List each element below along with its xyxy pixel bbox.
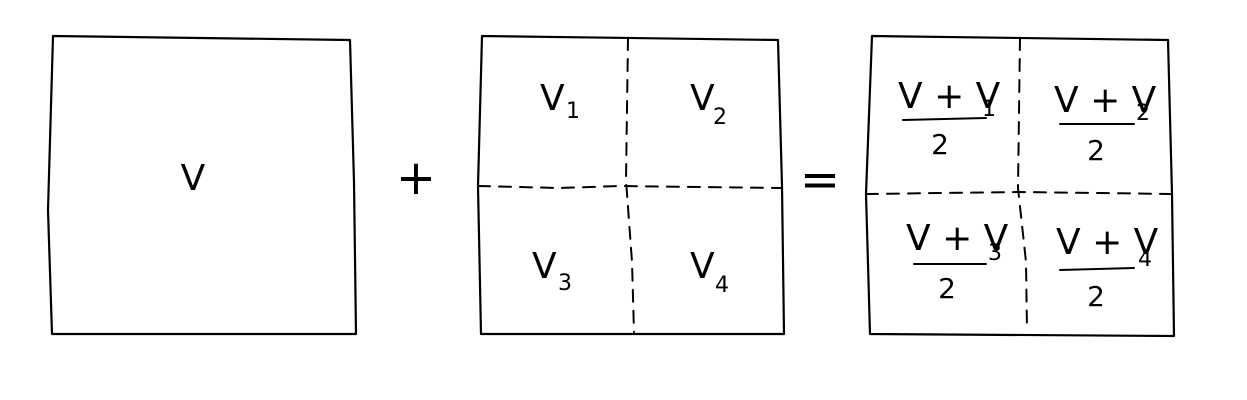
middle-cell-1-sub: 1 [566,99,580,124]
right-cell-1-numerator: V + V [898,76,1001,117]
middle-cell-3-sub: 3 [558,271,572,296]
middle-cell-1: V 1 [540,78,580,124]
middle-cell-1-base: V [540,78,565,119]
right-cell-4-sub: 4 [1138,247,1152,272]
right-cell-3-numerator: V + V [906,218,1009,259]
right-cell-3: V + V 3 2 [906,218,1009,305]
middle-cell-4-base: V [690,246,715,287]
right-cell-1: V + V 1 2 [898,76,1001,161]
right-cell-1-fraction-bar [902,117,987,121]
right-cell-3-sub: 3 [988,241,1002,266]
right-cell-1-denominator: 2 [931,128,949,161]
middle-box: V 1 V 2 V 3 V 4 [476,34,786,336]
plus-operator: + [396,150,436,206]
middle-cell-3-base: V [532,246,557,287]
right-cell-2: V + V 2 2 [1054,80,1157,167]
right-cell-1-sub: 1 [982,97,996,122]
right-cell-2-numerator: V + V [1054,80,1157,121]
left-box-label: V [181,158,206,199]
right-cell-4-fraction-bar [1059,267,1135,271]
left-box: V [46,34,358,336]
right-box: V + V 1 2 V + V 2 2 V + V 3 2 V + V 4 2 [864,34,1176,338]
left-box-outline [46,34,358,336]
middle-cell-4-sub: 4 [715,273,729,298]
right-cell-3-denominator: 2 [938,272,956,305]
middle-cell-4: V 4 [690,246,729,298]
right-cell-4-numerator: V + V [1056,222,1159,263]
middle-cell-2: V 2 [690,78,727,130]
middle-cell-2-sub: 2 [713,105,727,130]
equals-operator: = [800,152,840,208]
middle-box-vertical-divider [624,37,635,333]
right-cell-2-sub: 2 [1136,101,1150,126]
middle-box-outline [476,34,786,336]
middle-box-horizontal-divider [477,184,783,190]
right-cell-2-denominator: 2 [1087,134,1105,167]
middle-cell-2-base: V [690,78,715,119]
right-cell-4-denominator: 2 [1087,280,1105,313]
right-box-horizontal-divider [865,190,1175,195]
middle-cell-3: V 3 [532,246,572,296]
right-cell-4: V + V 4 2 [1056,222,1159,313]
right-box-vertical-divider [1016,37,1028,331]
